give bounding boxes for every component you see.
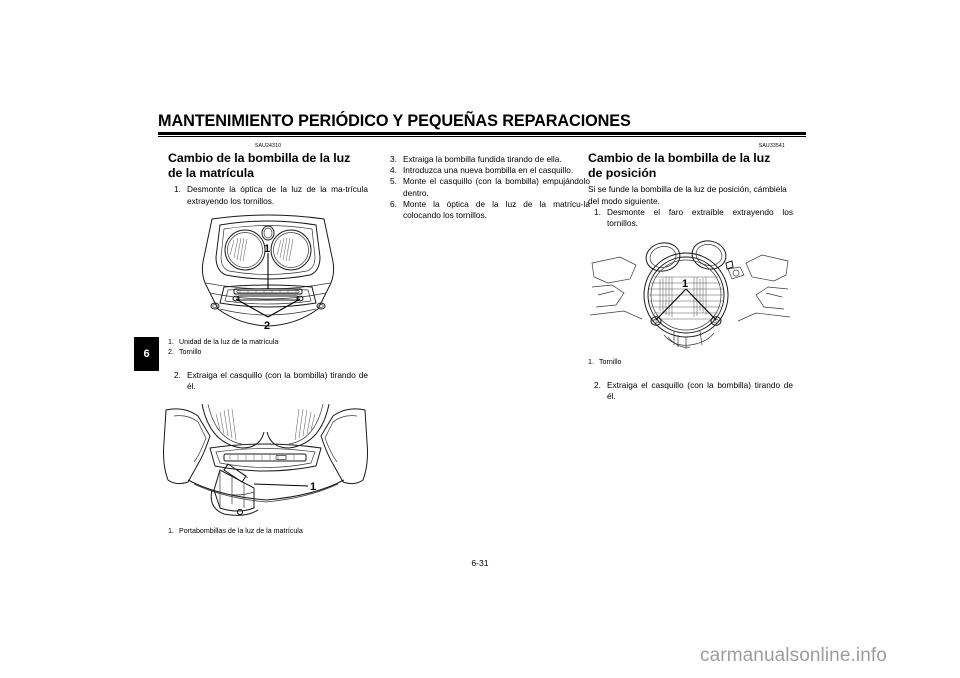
section-title-line-1: Cambio de la bombilla de la luz [588,151,771,165]
callout-number: 1. [168,337,174,346]
figure-1-callout-list: 1. Unidad de la luz de la matrícula 2. T… [168,337,368,358]
callout-number: 2. [168,348,174,357]
figure-1-illustration: 1 2 [201,214,335,332]
figure-3-illustration: 1 [590,240,790,350]
step-number: 3. [390,154,397,164]
callout-label-1: 1 [682,278,688,290]
list-item: 2. Extraiga el casquillo (con la bombill… [168,370,368,392]
callout-text: Tornillo [599,358,622,367]
list-item: 1. Portabombillas de la luz de la matríc… [168,526,368,536]
callout-label-1: 1 [264,243,270,255]
list-item: 1. Unidad de la luz de la matrícula [168,337,368,347]
step-text: Introduzca una nueva bombilla en el casq… [403,165,574,176]
procedure-list-left-part1: 1. Desmonte la óptica de la luz de la ma… [168,184,368,206]
callout-text: Unidad de la luz de la matrícula [179,337,279,346]
right-column: SAU33541 Cambio de la bombilla de la luz… [588,143,793,402]
page-title: MANTENIMIENTO PERIÓDICO Y PEQUEÑAS REPAR… [158,112,631,130]
reference-code-left: SAU24310 [254,143,282,149]
watermark-carmanualsonline: carmanualsonline.info [700,645,887,666]
section-title-license-plate-bulb: Cambio de la bombilla de la luz de la ma… [168,151,368,181]
step-text: Extraiga el casquillo (con la bombilla) … [607,379,793,401]
chapter-tab-6: 6 [134,337,159,371]
procedure-list-right-part1: 1. Desmonte el faro extraíble extrayendo… [588,207,793,229]
middle-column: 3. Extraiga la bombilla fundida tirando … [390,143,590,221]
figure-detachable-headlight: 1 [590,235,793,353]
callout-label-2: 2 [264,320,270,332]
procedure-list-left-part2: 2. Extraiga el casquillo (con la bombill… [168,370,368,392]
step-number: 1. [594,206,601,217]
step-number: 4. [390,165,397,176]
chapter-header: MANTENIMIENTO PERIÓDICO Y PEQUEÑAS REPAR… [158,112,806,137]
procedure-list-middle: 3. Extraiga la bombilla fundida tirando … [390,154,590,221]
callout-text: Tornillo [179,348,202,357]
list-item: 2. Tornillo [168,347,368,357]
list-item: 1. Desmonte el faro extraíble extrayendo… [588,207,793,229]
list-item: 2. Extraiga el casquillo (con la bombill… [588,380,793,402]
list-item: 3. Extraiga la bombilla fundida tirando … [390,154,590,165]
list-item: 4. Introduzca una nueva bombilla en el c… [390,165,590,176]
step-text: Monte la óptica de la luz de la matrícu-… [403,198,590,221]
page-number: 6-31 [471,558,489,568]
figure-3-callout-list: 1. Tornillo [588,357,793,367]
figure-2-illustration: 1 [163,404,368,516]
section-title-line-2: de la matrícula [168,166,255,181]
callout-number: 1. [168,527,174,536]
step-text: Extraiga el casquillo (con la bombilla) … [187,369,368,391]
callout-number: 1. [588,358,594,367]
section-title-line-1: Cambio de la bombilla de la luz [168,151,351,165]
figure-license-plate-bulb-socket: 1 [158,404,368,516]
step-number: 2. [594,379,601,390]
step-text: Desmonte el faro extraíble extrayendo lo… [607,206,793,229]
reference-code-right: SAU33541 [758,143,785,149]
step-number: 5. [390,176,397,187]
header-rule-thin [158,135,806,137]
step-text: Desmonte la óptica de la luz de la ma-tr… [187,184,368,206]
step-number: 1. [174,184,181,195]
figure-2-callout-list: 1. Portabombillas de la luz de la matríc… [168,526,368,536]
header-rule-thick [158,132,806,135]
list-item: 1. Tornillo [588,357,793,367]
list-item: 6. Monte la óptica de la luz de la matrí… [390,199,590,221]
step-number: 2. [174,369,181,380]
step-number: 6. [390,198,397,209]
step-text: Extraiga la bombilla fundida tirando de … [403,154,562,164]
callout-text: Portabombillas de la luz de la matrícula [179,527,303,536]
left-column: SAU24310 Cambio de la bombilla de la luz… [163,143,368,536]
figure-rear-taillight-assembly: 1 2 [168,213,368,333]
section-intro-text: Si se funde la bombilla de la luz de pos… [588,184,787,206]
procedure-list-right-part2: 2. Extraiga el casquillo (con la bombill… [588,380,793,402]
list-item: 5. Monte el casquillo (con la bombilla) … [390,176,590,198]
section-title-position-light-bulb: Cambio de la bombilla de la luz de posic… [588,151,793,181]
callout-label-1: 1 [310,481,316,493]
section-title-line-2: de posición [588,166,657,181]
list-item: 1. Desmonte la óptica de la luz de la ma… [168,184,368,206]
step-text: Monte el casquillo (con la bombilla) emp… [403,176,590,198]
